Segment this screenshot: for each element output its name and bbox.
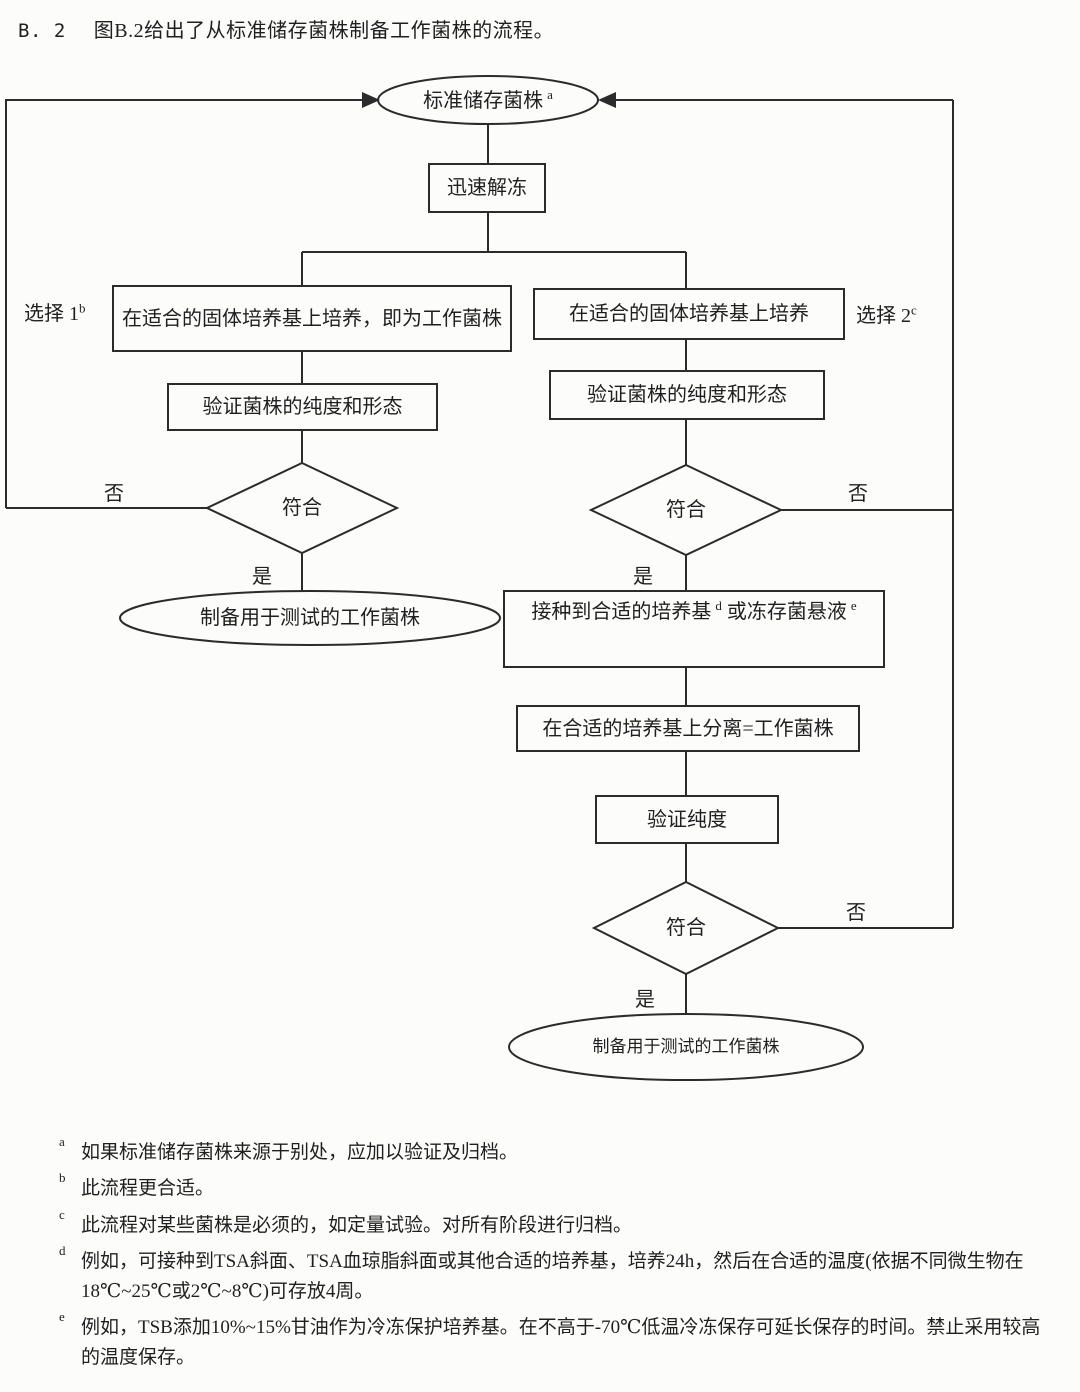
culture-right-node: 在适合的固体培养基上培养 [533,288,845,340]
arrowhead-left-icon [362,92,380,108]
start-node-label: 标准储存菌株 [423,90,544,112]
verify-right-label: 验证菌株的纯度和形态 [587,384,787,406]
arrowhead-right-icon [598,92,616,108]
flowchart-connectors [5,75,954,1081]
end-final-label: 制备用于测试的工作菌株 [592,1036,780,1056]
no-label-final: 否 [846,902,866,924]
verify-purity-node: 验证纯度 [595,795,779,844]
verify-left-node: 验证菌株的纯度和形态 [167,383,438,431]
separate-label: 在合适的培养基上分离=工作菌株 [542,717,834,740]
decision-final-node: 符合 [594,882,778,974]
footnote-c-text: 此流程对某些菌株是必须的，如定量试验。对所有阶段进行归档。 [81,1214,633,1236]
culture-right-label: 在适合的固体培养基上培养 [569,303,809,325]
verify-purity-label: 验证纯度 [647,808,727,831]
yes-label-left: 是 [252,566,272,588]
separate-node: 在合适的培养基上分离=工作菌株 [516,705,860,752]
end-left-ellipse-shape [119,590,501,646]
yes-label-right: 是 [633,566,653,588]
footnote-e-text: 例如，TSB添加10%~15%甘油作为冷冻保护培养基。在不高于-70℃低温冷冻保… [81,1317,1041,1368]
decision-final-label: 符合 [666,917,706,939]
end-left-node: 制备用于测试的工作菌株 [130,594,490,642]
section-heading: B. 2 图B.2给出了从标准储存菌株制备工作菌株的流程。 [18,14,554,43]
footnote-b-text: 此流程更合适。 [81,1178,215,1200]
thaw-node: 迅速解冻 [428,163,546,213]
section-text: 图B.2给出了从标准储存菌株制备工作菌株的流程。 [93,20,555,42]
culture-left-node: 在适合的固体培养基上培养，即为工作菌株 [112,285,512,352]
option1-label: 选择 1b [24,300,86,325]
footnote-d-text: 例如，可接种到TSA斜面、TSA血琼脂斜面或其他合适的培养基，培养24h，然后在… [81,1251,1024,1302]
decision-left-node: 符合 [207,463,397,553]
thaw-node-label: 迅速解冻 [447,177,527,199]
end-final-node: 制备用于测试的工作菌株 [520,1022,852,1072]
footnote-a-text: 如果标准储存菌株来源于别处，应加以验证及归档。 [81,1142,519,1163]
option2-label: 选择 2c [856,302,917,327]
decision-right-node: 符合 [591,465,781,555]
verify-left-label: 验证菌株的纯度和形态 [202,396,403,418]
decision-right-label: 符合 [666,499,706,521]
no-label-right: 否 [848,483,868,505]
verify-right-node: 验证菌株的纯度和形态 [549,370,825,420]
decision-left-label: 符合 [282,497,322,519]
end-left-label: 制备用于测试的工作菌株 [200,607,420,629]
no-label-left: 否 [104,483,124,505]
section-number: B. 2 [18,20,66,42]
culture-left-label: 在适合的固体培养基上培养，即为工作菌株 [122,307,502,330]
start-node-footnote-ref: a [547,87,553,103]
yes-label-final: 是 [635,989,655,1011]
